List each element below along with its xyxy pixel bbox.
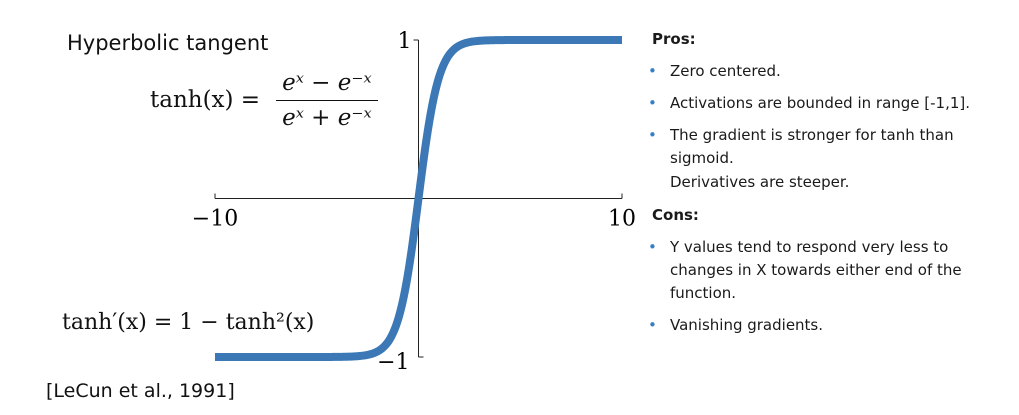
notes-panel: Pros: • Zero centered. • Activations are b… xyxy=(646,30,1011,347)
pros-item-text: Activations are bounded in range [-1,1]. xyxy=(670,94,971,112)
cons-list: • Y values tend to respond very less to c… xyxy=(646,236,1011,337)
formula-denominator: eˣ + e⁻ˣ xyxy=(282,104,372,131)
list-item: • Zero centered. xyxy=(646,60,1011,83)
pros-item-text: The gradient is stronger for tanh than s… xyxy=(670,126,954,167)
tanh-formula: tanh(x) = eˣ − e⁻ˣ eˣ + e⁻ˣ xyxy=(150,60,378,140)
derivative-formula: tanh′(x) = 1 − tanh²(x) xyxy=(62,310,315,335)
cons-item-text: Vanishing gradients. xyxy=(670,316,824,334)
pros-extra-text: Derivatives are steeper. xyxy=(670,173,850,191)
list-item: • Activations are bounded in range [-1,1]… xyxy=(646,92,1011,115)
cons-item-text: Y values tend to respond very less to ch… xyxy=(670,238,962,302)
formula-lhs: tanh(x) = xyxy=(150,87,261,113)
x-tick-label-left: −10 xyxy=(192,207,238,232)
bullet-icon: • xyxy=(648,126,657,144)
pros-heading: Pros: xyxy=(652,30,696,48)
y-tick-label-top: 1 xyxy=(398,29,412,54)
tanh-curve xyxy=(212,36,625,361)
x-tick-label-right: 10 xyxy=(608,207,636,232)
pros-list: • Zero centered. • Activations are bounded… xyxy=(646,60,1011,170)
formula-numerator: eˣ − e⁻ˣ xyxy=(276,70,378,101)
citation: [LeCun et al., 1991] xyxy=(46,380,235,402)
pros-item-text: Zero centered. xyxy=(670,62,781,80)
bullet-icon: • xyxy=(648,238,657,256)
list-item: • The gradient is stronger for tanh than … xyxy=(646,124,1011,170)
list-item: • Y values tend to respond very less to c… xyxy=(646,236,1011,305)
bullet-icon: • xyxy=(648,94,657,112)
chart-area: −10 10 1 −1 Hyperbolic tangent tanh(x) =… xyxy=(46,29,636,402)
bullet-icon: • xyxy=(648,62,657,80)
tanh-plot: −10 10 1 −1 xyxy=(192,29,636,375)
cons-heading: Cons: xyxy=(652,206,699,224)
chart-title: Hyperbolic tangent xyxy=(67,31,269,55)
list-item: • Vanishing gradients. xyxy=(646,314,1011,337)
y-tick-label-bottom: −1 xyxy=(377,350,409,375)
formula-fraction: eˣ − e⁻ˣ eˣ + e⁻ˣ xyxy=(276,70,378,131)
bullet-icon: • xyxy=(648,316,657,334)
